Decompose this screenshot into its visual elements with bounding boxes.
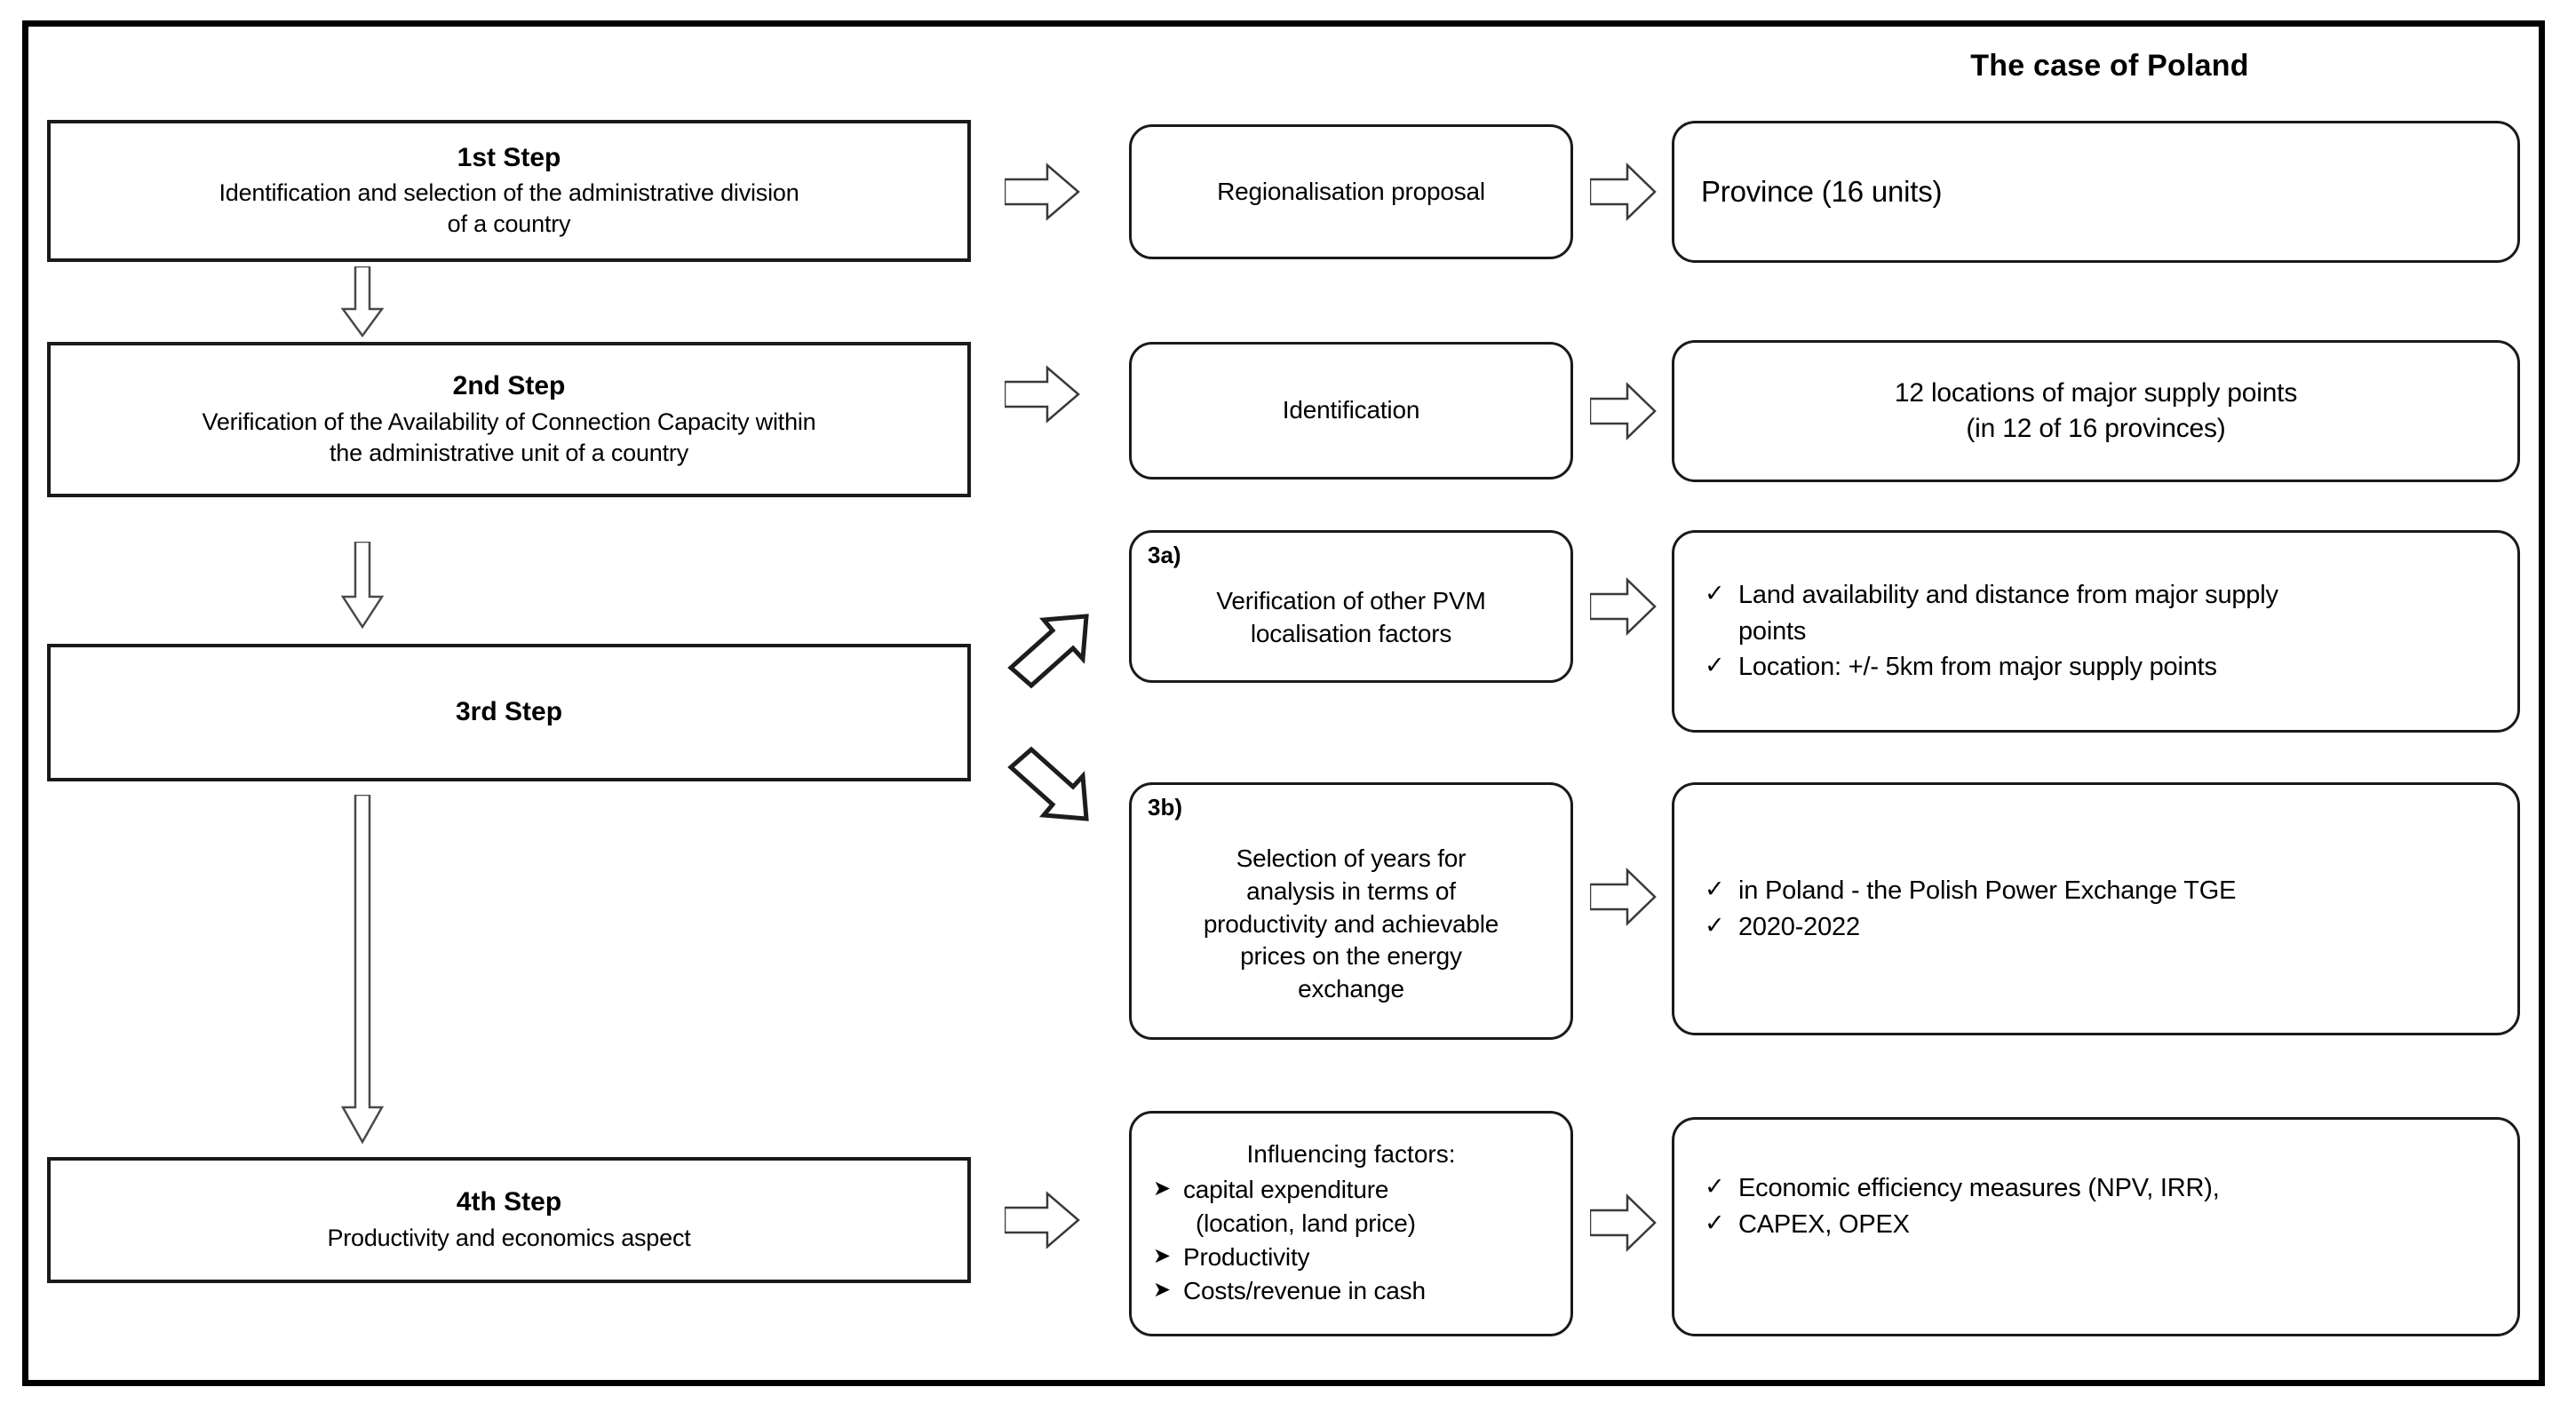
middle-box-3a[interactable]: 3a) Verification of other PVM localisati…	[1129, 530, 1573, 683]
influencing-factor-2-text: Productivity	[1183, 1242, 1310, 1271]
list-item: ✓ 2020-2022	[1705, 910, 2489, 945]
middle-box-3a-label-line-1: Verification of other PVM	[1216, 587, 1486, 615]
middle-box-3b-label-line-4: prices on the energy	[1240, 942, 1462, 971]
result-3b-item-2-line-1: 2020-2022	[1738, 912, 1860, 941]
check-icon: ✓	[1705, 580, 1725, 607]
list-item: ✓ Location: +/- 5km from major supply po…	[1705, 650, 2489, 685]
middle-box-1-label: Regionalisation proposal	[1217, 177, 1485, 205]
step-box-1[interactable]: 1st Step Identification and selection of…	[47, 120, 971, 262]
result-box-province[interactable]: Province (16 units)	[1672, 121, 2520, 263]
result-4-item-2-line-1: CAPEX, OPEX	[1738, 1209, 1910, 1239]
influencing-factors-heading: Influencing factors:	[1246, 1140, 1456, 1169]
result-2-line-2: (in 12 of 16 provinces)	[1966, 414, 2226, 443]
middle-box-identification[interactable]: Identification	[1129, 342, 1573, 480]
middle-box-regionalisation-proposal[interactable]: Regionalisation proposal	[1129, 124, 1573, 259]
check-icon: ✓	[1705, 652, 1725, 679]
check-icon: ✓	[1705, 875, 1725, 902]
result-3a-item-1-line-2: points	[1738, 616, 1807, 646]
influencing-factor-3-text: Costs/revenue in cash	[1183, 1276, 1426, 1304]
check-icon: ✓	[1705, 1172, 1725, 1200]
middle-box-2-label: Identification	[1282, 396, 1420, 424]
middle-box-3a-label-line-2: localisation factors	[1250, 620, 1452, 647]
step-4-heading: 4th Step	[456, 1187, 562, 1217]
step-2-description-line-2: the administrative unit of a country	[329, 439, 688, 466]
right-arrow-mid3b-to-res3b	[1590, 865, 1658, 929]
down-arrow-step3-to-step4	[336, 795, 389, 1145]
result-3b-item-1-line-1: in Poland - the Polish Power Exchange TG…	[1738, 876, 2237, 905]
up-right-arrow-step3-to-mid3a	[1002, 607, 1100, 705]
step-1-description-line-2: of a country	[447, 210, 571, 238]
result-3b-checklist: ✓ in Poland - the Polish Power Exchange …	[1683, 872, 2508, 946]
list-item: ➤ capital expenditure	[1153, 1174, 1551, 1207]
result-4-checklist: ✓ Economic efficiency measures (NPV, IRR…	[1683, 1169, 2508, 1243]
middle-box-3b-label-line-2: analysis in terms of	[1246, 876, 1456, 905]
influencing-factor-1-text: capital expenditure	[1183, 1175, 1389, 1203]
result-1-line-1: Province (16 units)	[1701, 175, 1943, 208]
outer-frame	[22, 20, 2545, 1386]
result-3a-item-1-line-1: Land availability and distance from majo…	[1738, 581, 2278, 610]
right-arrow-factors-to-res4	[1590, 1191, 1658, 1255]
list-item: (location, land price)	[1153, 1208, 1551, 1241]
middle-box-3b-label-line-1: Selection of years for	[1236, 844, 1467, 872]
result-3a-checklist: ✓ Land availability and distance from ma…	[1683, 576, 2508, 686]
middle-box-3a-tag: 3a)	[1148, 542, 1181, 568]
check-icon: ✓	[1705, 911, 1725, 939]
step-1-description-line-1: Identification and selection of the admi…	[219, 179, 799, 207]
right-arrow-step4-to-factors	[1005, 1188, 1081, 1252]
right-arrow-mid1-to-res1	[1590, 160, 1658, 224]
middle-box-3b-label-line-5: exchange	[1298, 975, 1404, 1003]
step-box-3[interactable]: 3rd Step	[47, 644, 971, 781]
middle-box-3b[interactable]: 3b) Selection of years for analysis in t…	[1129, 782, 1573, 1040]
step-2-description-line-1: Verification of the Availability of Conn…	[202, 408, 816, 435]
result-box-power-exchange[interactable]: ✓ in Poland - the Polish Power Exchange …	[1672, 782, 2520, 1035]
down-right-arrow-step3-to-mid3b	[1002, 733, 1100, 831]
step-3-heading: 3rd Step	[455, 697, 563, 727]
step-2-heading: 2nd Step	[452, 371, 566, 401]
arrow-bullet-icon: ➤	[1153, 1277, 1171, 1302]
arrow-bullet-icon: ➤	[1153, 1176, 1171, 1201]
result-3a-item-2-line-1: Location: +/- 5km from major supply poin…	[1738, 653, 2217, 682]
result-4-item-1-line-1: Economic efficiency measures (NPV, IRR),	[1738, 1173, 2220, 1202]
step-1-heading: 1st Step	[457, 142, 561, 172]
middle-box-influencing-factors[interactable]: Influencing factors: ➤ capital expenditu…	[1129, 1111, 1573, 1336]
influencing-factor-1-continuation: (location, land price)	[1196, 1209, 1416, 1237]
right-arrow-step2-to-mid2	[1005, 362, 1081, 426]
result-box-land-availability[interactable]: ✓ Land availability and distance from ma…	[1672, 530, 2520, 733]
arrow-bullet-icon: ➤	[1153, 1243, 1171, 1268]
middle-box-3b-tag: 3b)	[1148, 794, 1182, 820]
result-2-line-1: 12 locations of major supply points	[1894, 377, 2298, 408]
step-4-description-line-1: Productivity and economics aspect	[327, 1224, 691, 1251]
page-title: The case of Poland	[1970, 49, 2249, 83]
down-arrow-step2-to-step3	[336, 542, 389, 630]
middle-box-3b-label-line-3: productivity and achievable	[1203, 909, 1499, 938]
check-icon: ✓	[1705, 1209, 1725, 1236]
influencing-factors-list: ➤ capital expenditure (location, land pr…	[1141, 1173, 1562, 1309]
result-box-supply-points[interactable]: 12 locations of major supply points (in …	[1672, 340, 2520, 482]
step-box-4[interactable]: 4th Step Productivity and economics aspe…	[47, 1157, 971, 1283]
right-arrow-mid2-to-res2	[1590, 379, 1658, 443]
list-item: ➤ Productivity	[1153, 1241, 1551, 1274]
down-arrow-step1-to-step2	[336, 266, 389, 337]
list-item: ✓ Land availability and distance from ma…	[1705, 578, 2489, 613]
list-item: points	[1705, 614, 2489, 649]
list-item: ✓ Economic efficiency measures (NPV, IRR…	[1705, 1171, 2489, 1206]
result-box-economic-measures[interactable]: ✓ Economic efficiency measures (NPV, IRR…	[1672, 1117, 2520, 1336]
right-arrow-mid3a-to-res3a	[1590, 575, 1658, 638]
right-arrow-step1-to-mid1	[1005, 160, 1081, 224]
list-item: ✓ CAPEX, OPEX	[1705, 1208, 2489, 1242]
list-item: ➤ Costs/revenue in cash	[1153, 1275, 1551, 1308]
step-box-2[interactable]: 2nd Step Verification of the Availabilit…	[47, 342, 971, 497]
list-item: ✓ in Poland - the Polish Power Exchange …	[1705, 874, 2489, 908]
